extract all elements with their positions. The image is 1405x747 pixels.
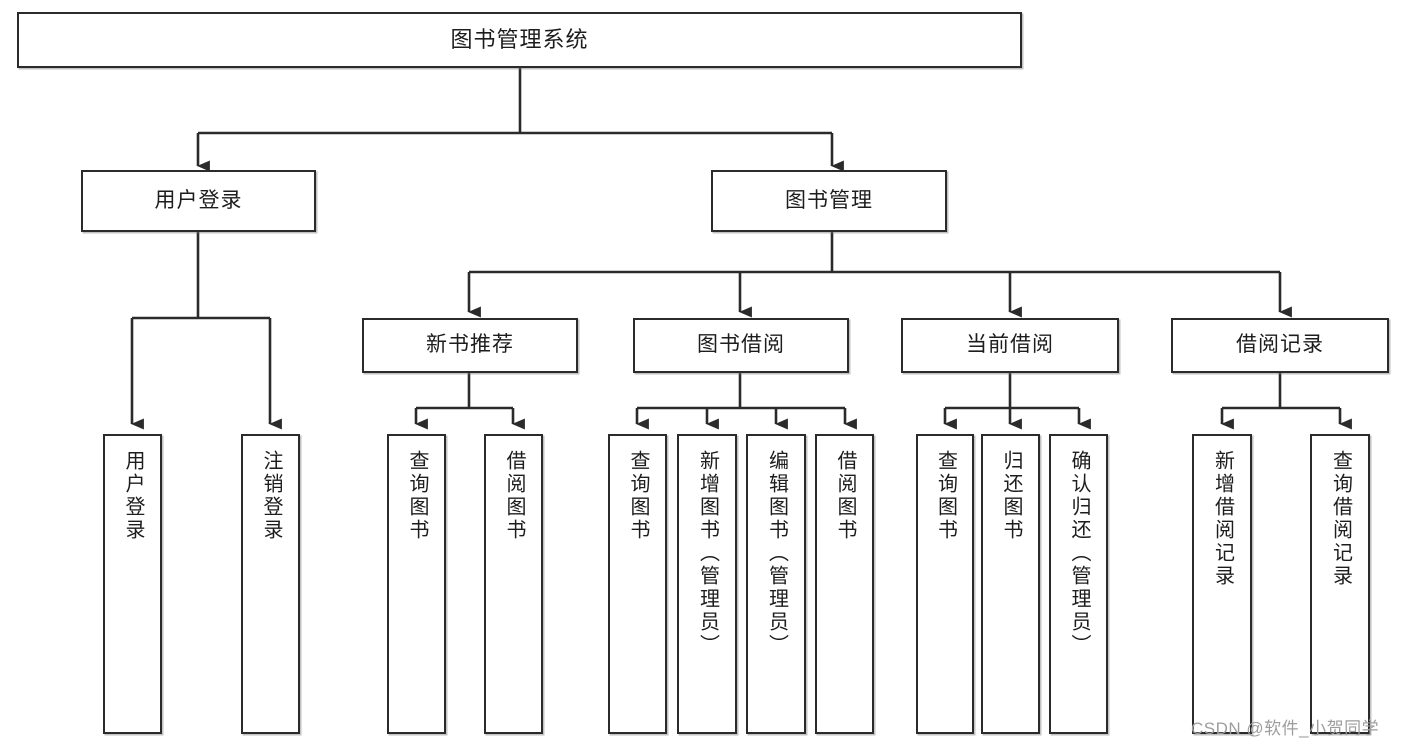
node-label: 查询图书 [934, 450, 957, 542]
node-label: 借阅记录 [1236, 333, 1324, 357]
node-label: 新增图书（管理员） [696, 450, 719, 657]
csdn-watermark: CSDN @软件_小贺同学 [1191, 719, 1380, 738]
node-book-management[interactable]: 图书管理 [711, 170, 947, 232]
node-leaf-return-books[interactable]: 归还图书 [981, 434, 1040, 734]
node-leaf-add-book-admin[interactable]: 新增图书（管理员） [677, 434, 737, 734]
node-leaf-logout[interactable]: 注销登录 [241, 434, 300, 734]
node-leaf-borrow-books-recommend[interactable]: 借阅图书 [484, 434, 543, 734]
node-leaf-query-books-recommend[interactable]: 查询图书 [387, 434, 446, 734]
node-root-book-management-system[interactable]: 图书管理系统 [17, 12, 1022, 68]
node-label: 用户登录 [154, 188, 243, 212]
node-leaf-query-books-borrow[interactable]: 查询图书 [608, 434, 667, 734]
node-label: 归还图书 [1000, 450, 1022, 542]
node-current-borrowing[interactable]: 当前借阅 [901, 318, 1119, 373]
node-leaf-query-books-current[interactable]: 查询图书 [916, 434, 974, 734]
node-label: 查询借阅记录 [1329, 450, 1352, 588]
node-label: 查询图书 [406, 450, 428, 542]
node-label: 借阅图书 [503, 450, 525, 542]
node-new-book-recommendation[interactable]: 新书推荐 [362, 318, 578, 373]
node-label: 图书管理 [785, 188, 873, 212]
node-leaf-edit-book-admin[interactable]: 编辑图书（管理员） [746, 434, 806, 734]
node-label: 新书推荐 [426, 333, 514, 357]
node-user-login[interactable]: 用户登录 [81, 170, 316, 232]
node-label: 编辑图书（管理员） [765, 450, 788, 657]
node-leaf-user-login[interactable]: 用户登录 [103, 434, 162, 734]
node-label: 注销登录 [260, 450, 282, 542]
node-label: 确认归还（管理员） [1068, 450, 1090, 657]
node-label: 用户登录 [122, 450, 144, 542]
node-leaf-add-borrow-record[interactable]: 新增借阅记录 [1192, 434, 1252, 734]
node-label: 当前借阅 [966, 333, 1054, 357]
node-label: 图书管理系统 [450, 27, 589, 53]
node-label: 查询图书 [627, 450, 649, 542]
node-leaf-borrow-books[interactable]: 借阅图书 [815, 434, 874, 734]
node-label: 新增借阅记录 [1211, 450, 1234, 588]
node-leaf-query-borrow-record[interactable]: 查询借阅记录 [1310, 434, 1370, 734]
node-label: 借阅图书 [834, 450, 856, 542]
node-book-borrowing[interactable]: 图书借阅 [633, 318, 849, 373]
node-leaf-confirm-return-admin[interactable]: 确认归还（管理员） [1049, 434, 1108, 734]
node-label: 图书借阅 [697, 333, 785, 357]
node-borrowing-records[interactable]: 借阅记录 [1171, 318, 1389, 373]
